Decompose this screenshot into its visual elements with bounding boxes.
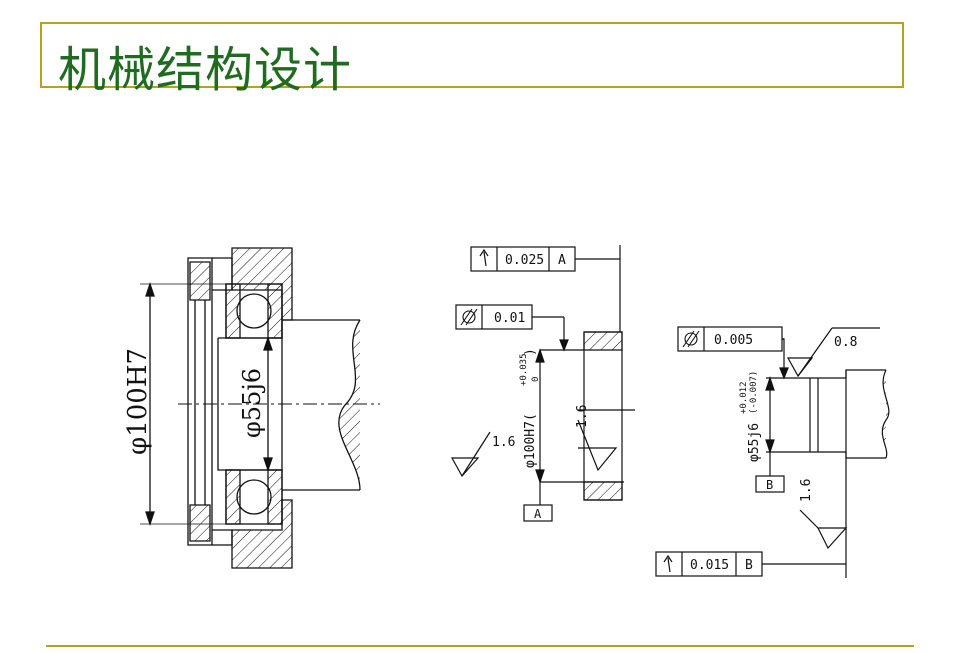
housing-bore-figure <box>450 245 635 522</box>
runout-tolerance-value: 0.025 <box>505 253 544 268</box>
outer-diameter-label: φ100H7 <box>123 348 153 455</box>
cylindricity-icon <box>460 308 478 326</box>
roughness-side-value: 1.6 <box>575 405 590 428</box>
page-title: 机械结构设计 <box>58 42 353 98</box>
inner-diameter-label: φ55j6 <box>238 368 266 438</box>
bore-tolerance-close: ) <box>523 348 538 356</box>
datum-b-label: B <box>766 478 773 492</box>
bore-tolerance-upper: +0.035 <box>519 353 529 386</box>
bore-diameter-label: φ100H7( <box>523 413 538 468</box>
cylindricity-icon-2 <box>682 330 700 348</box>
shaft-runout-value: 0.015 <box>690 558 729 573</box>
shaft-runout-datum: B <box>745 558 753 573</box>
datum-a-label: A <box>534 507 542 521</box>
title-frame <box>40 22 904 88</box>
cylindricity-tolerance-value: 0.01 <box>494 311 525 326</box>
bottom-rule <box>46 645 914 647</box>
runout-icon-2 <box>667 557 671 573</box>
shaft-cylindricity-value: 0.005 <box>714 333 753 348</box>
shaft-diameter-label: φ55j6 <box>747 423 762 462</box>
bearing-assembly-figure <box>140 247 380 569</box>
shaft-figure <box>655 326 890 578</box>
bore-tolerance-lower: 0 <box>531 377 541 382</box>
shaft-tolerance-upper: +0.012 <box>739 381 749 414</box>
shaft-tolerance-lower: (-0.007) <box>749 371 759 414</box>
runout-datum-label: A <box>558 253 566 268</box>
shaft-roughness-side: 1.6 <box>799 479 814 502</box>
roughness-left-value: 1.6 <box>492 435 515 450</box>
runout-icon <box>483 251 487 267</box>
shaft-roughness-top: 0.8 <box>834 335 857 350</box>
